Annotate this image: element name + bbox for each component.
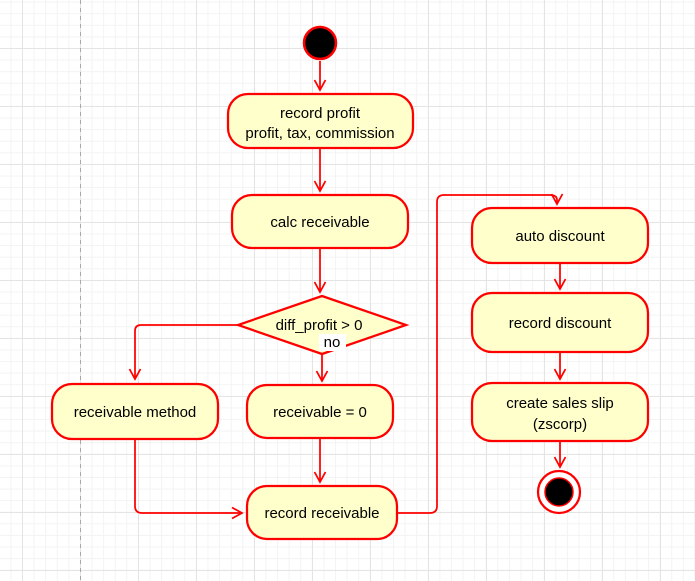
activity-record-discount-label: record discount <box>509 315 612 332</box>
start-node[interactable] <box>302 25 338 61</box>
activity-receivable-method-label: receivable method <box>74 404 197 421</box>
activity-record-discount[interactable] <box>470 291 650 354</box>
end-node[interactable] <box>544 477 574 507</box>
activity-receivable-zero[interactable] <box>245 383 395 440</box>
activity-create-sales-slip-label-line2: (zscorp) <box>533 416 587 433</box>
activity-record-profit[interactable] <box>226 92 415 150</box>
activity-record-receivable-label: record receivable <box>264 505 379 522</box>
activity-receivable-zero-label: receivable = 0 <box>273 404 367 421</box>
edge-record-receivable-to-auto-discount[interactable] <box>397 193 564 514</box>
activity-receivable-method[interactable] <box>50 382 220 441</box>
activity-auto-discount[interactable] <box>470 206 650 265</box>
edge-label-no[interactable]: no <box>324 334 341 351</box>
decision-diff-profit[interactable] <box>234 294 410 356</box>
activity-calc-receivable[interactable] <box>230 193 410 250</box>
edge-receivable-method-to-record-receivable[interactable] <box>134 439 244 520</box>
activity-calc-receivable-label: calc receivable <box>270 214 369 231</box>
decision-diff-profit-label: diff_profit > 0 <box>276 317 363 334</box>
activity-record-profit-label-line1: record profit <box>280 105 361 122</box>
activity-record-receivable[interactable] <box>245 484 399 541</box>
activity-record-profit-label-line2: profit, tax, commission <box>245 125 394 142</box>
activity-create-sales-slip[interactable] <box>470 381 650 443</box>
edge-decision-to-receivable-method[interactable] <box>128 324 238 381</box>
edge-label-no-background <box>319 334 346 351</box>
activity-auto-discount-label: auto discount <box>515 228 605 245</box>
activity-create-sales-slip-label-line1: create sales slip <box>506 395 614 412</box>
